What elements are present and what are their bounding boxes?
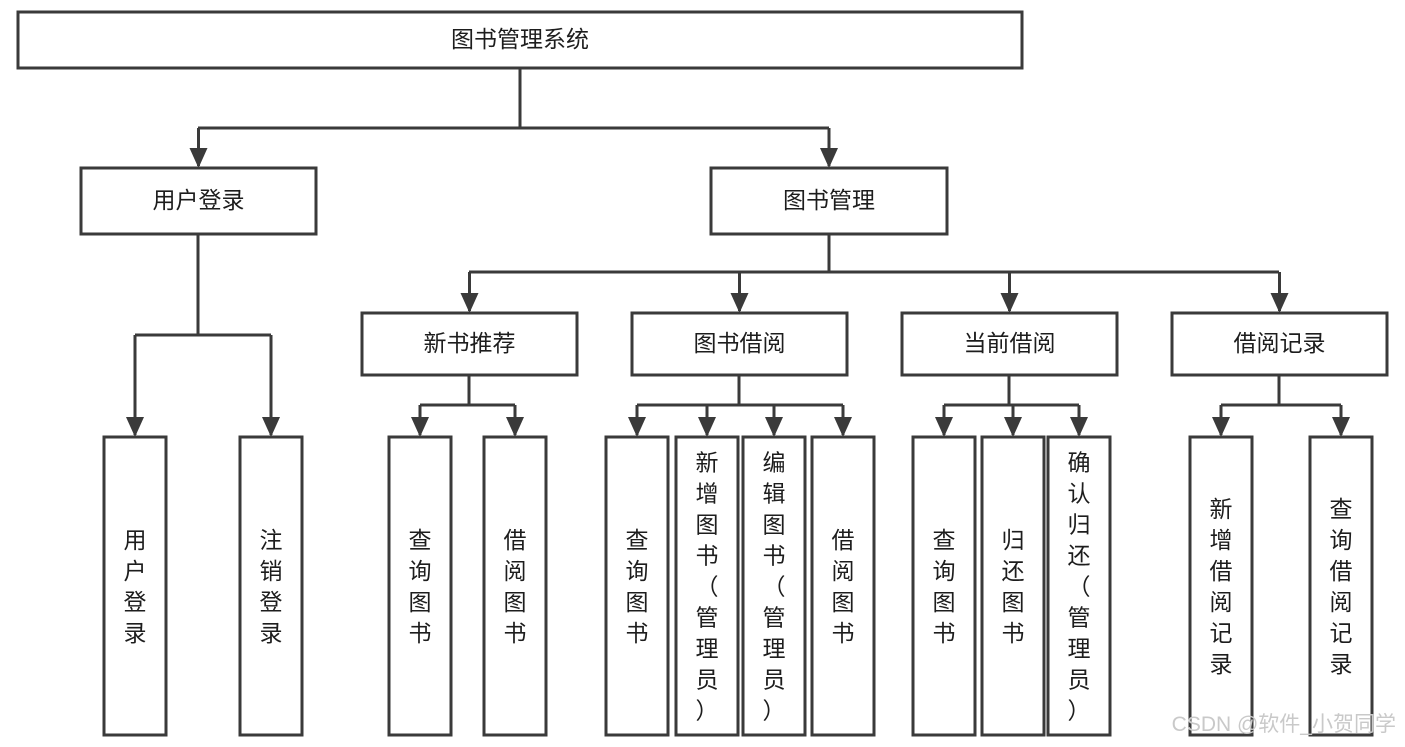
node-box-book-manage[interactable] — [709, 166, 949, 236]
node-label-current-borrow: 当前借阅 — [964, 330, 1056, 356]
node-leaf-return-book[interactable]: 归还图书 — [980, 435, 1046, 737]
edge-book_borrow-to-leaf_add_book — [698, 405, 716, 437]
node-leaf-logout[interactable]: 注销登录 — [238, 435, 304, 737]
node-box-leaf-borrow-book-2[interactable] — [810, 435, 876, 737]
node-book-manage[interactable]: 图书管理 — [709, 166, 949, 236]
node-leaf-borrow-book-2[interactable]: 借阅图书 — [810, 435, 876, 737]
edge-book_manage-to-book_borrow — [730, 272, 749, 313]
node-box-root[interactable] — [16, 10, 1024, 70]
connector-new-book-bus — [420, 375, 515, 407]
edge-book_manage-to-borrow_record — [1270, 272, 1289, 313]
node-box-leaf-query-book-2[interactable] — [604, 435, 670, 737]
node-box-current-borrow[interactable] — [900, 311, 1119, 377]
edge-user_login-to-leaf_user_login — [126, 335, 144, 437]
node-box-leaf-confirm-return[interactable] — [1046, 435, 1112, 737]
watermark-label: CSDN @软件_小贺同学 — [1172, 713, 1396, 736]
nodes-layer: 图书管理系统用户登录图书管理新书推荐图书借阅当前借阅借阅记录用户登录注销登录查询… — [16, 10, 1389, 737]
node-label-leaf-query-record: 查询借阅记录 — [1330, 496, 1353, 677]
edge-user_login-to-leaf_logout — [262, 335, 280, 437]
node-leaf-edit-book[interactable]: 编辑图书（管理员） — [741, 435, 807, 737]
node-label-leaf-confirm-return: 确认归还（管理员） — [1068, 450, 1091, 724]
connector-current-borrow-bus — [944, 375, 1079, 407]
node-leaf-query-book-2[interactable]: 查询图书 — [604, 435, 670, 737]
node-label-book-borrow: 图书借阅 — [694, 330, 786, 356]
node-root[interactable]: 图书管理系统 — [16, 10, 1024, 70]
node-label-user-login: 用户登录 — [153, 187, 245, 213]
node-leaf-query-book-1[interactable]: 查询图书 — [387, 435, 453, 737]
node-box-user-login[interactable] — [79, 166, 318, 236]
node-label-leaf-edit-book: 编辑图书（管理员） — [763, 450, 786, 724]
node-leaf-confirm-return[interactable]: 确认归还（管理员） — [1046, 435, 1112, 737]
edge-book_manage-to-current_borrow — [1000, 272, 1019, 313]
connector-user-login-bus — [135, 234, 271, 337]
node-leaf-query-book-3[interactable]: 查询图书 — [911, 435, 977, 737]
node-box-book-borrow[interactable] — [630, 311, 849, 377]
connector-borrow-record-bus — [1221, 375, 1341, 407]
node-new-book-rec[interactable]: 新书推荐 — [360, 311, 579, 377]
edge-root-to-user_login — [189, 128, 208, 168]
connector-root-bus — [198, 68, 829, 130]
node-leaf-query-record[interactable]: 查询借阅记录 — [1308, 435, 1374, 737]
node-label-root: 图书管理系统 — [451, 26, 589, 52]
node-label-leaf-query-book-3: 查询图书 — [933, 527, 956, 646]
node-label-leaf-borrow-book-2: 借阅图书 — [832, 527, 855, 646]
node-label-book-manage: 图书管理 — [783, 187, 875, 213]
node-box-borrow-record[interactable] — [1170, 311, 1389, 377]
node-leaf-add-book[interactable]: 新增图书（管理员） — [674, 435, 740, 737]
connector-book-manage-bus — [469, 234, 1279, 274]
node-box-leaf-user-login[interactable] — [102, 435, 168, 737]
node-label-leaf-add-book: 新增图书（管理员） — [696, 450, 719, 724]
edge-current_borrow-to-leaf_confirm_return — [1070, 405, 1088, 437]
node-current-borrow[interactable]: 当前借阅 — [900, 311, 1119, 377]
connector-book-borrow-bus — [637, 375, 843, 407]
node-label-leaf-return-book: 归还图书 — [1002, 527, 1025, 646]
node-label-leaf-query-book-2: 查询图书 — [626, 527, 649, 646]
node-label-leaf-logout: 注销登录 — [260, 527, 283, 646]
node-leaf-borrow-book-1[interactable]: 借阅图书 — [482, 435, 548, 737]
node-box-leaf-add-record[interactable] — [1188, 435, 1254, 737]
node-box-new-book-rec[interactable] — [360, 311, 579, 377]
node-label-borrow-record: 借阅记录 — [1234, 330, 1326, 356]
node-book-borrow[interactable]: 图书借阅 — [630, 311, 849, 377]
connectors-layer — [126, 68, 1350, 437]
node-box-leaf-edit-book[interactable] — [741, 435, 807, 737]
node-box-leaf-query-record[interactable] — [1308, 435, 1374, 737]
node-box-leaf-return-book[interactable] — [980, 435, 1046, 737]
node-leaf-user-login[interactable]: 用户登录 — [102, 435, 168, 737]
node-user-login[interactable]: 用户登录 — [79, 166, 318, 236]
edge-borrow_record-to-leaf_add_record — [1212, 405, 1230, 437]
edge-new_book_rec-to-leaf_query_book_1 — [411, 405, 429, 437]
edge-book_manage-to-new_book_rec — [460, 272, 479, 313]
node-box-leaf-query-book-3[interactable] — [911, 435, 977, 737]
node-box-leaf-add-book[interactable] — [674, 435, 740, 737]
node-label-leaf-query-book-1: 查询图书 — [409, 527, 432, 646]
node-borrow-record[interactable]: 借阅记录 — [1170, 311, 1389, 377]
edge-book_borrow-to-leaf_query_book_2 — [628, 405, 646, 437]
edge-current_borrow-to-leaf_query_book_3 — [935, 405, 953, 437]
node-label-new-book-rec: 新书推荐 — [424, 330, 516, 356]
edge-book_borrow-to-leaf_borrow_book_2 — [834, 405, 852, 437]
edge-borrow_record-to-leaf_query_record — [1332, 405, 1350, 437]
node-box-leaf-query-book-1[interactable] — [387, 435, 453, 737]
edge-current_borrow-to-leaf_return_book — [1004, 405, 1022, 437]
edge-root-to-book_manage — [820, 128, 838, 168]
edge-new_book_rec-to-leaf_borrow_book_1 — [506, 405, 524, 437]
node-box-leaf-logout[interactable] — [238, 435, 304, 737]
node-label-leaf-borrow-book-1: 借阅图书 — [504, 527, 527, 646]
node-leaf-add-record[interactable]: 新增借阅记录 — [1188, 435, 1254, 737]
node-box-leaf-borrow-book-1[interactable] — [482, 435, 548, 737]
edge-book_borrow-to-leaf_edit_book — [765, 405, 783, 437]
node-label-leaf-add-record: 新增借阅记录 — [1210, 496, 1233, 677]
node-label-leaf-user-login: 用户登录 — [124, 527, 147, 646]
